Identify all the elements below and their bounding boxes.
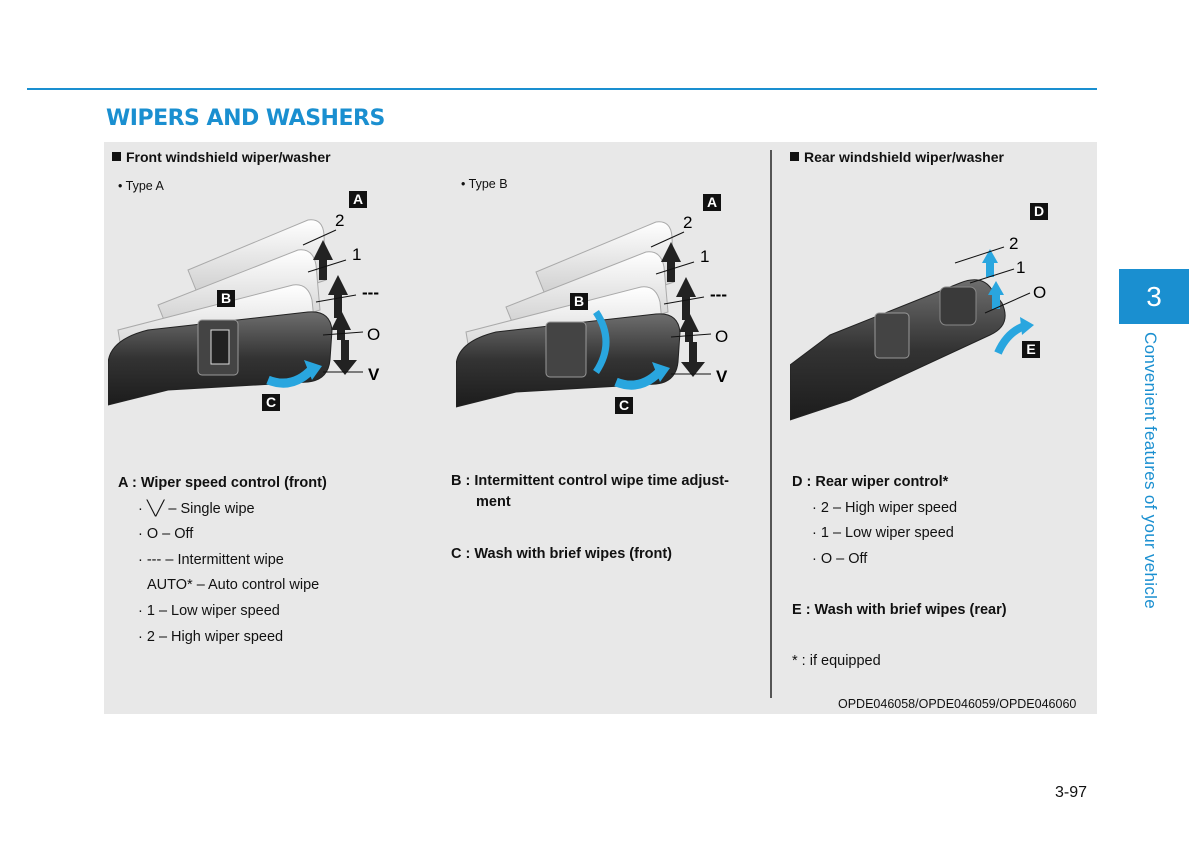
callout-b: B	[217, 290, 235, 307]
caption-item: · 1 – Low wiper speed	[812, 525, 954, 542]
down-arrow-icon	[681, 342, 705, 377]
callout-a: A	[349, 191, 367, 208]
callout-b: B	[570, 293, 588, 310]
position-label: O	[367, 325, 380, 344]
up-arrow-icon	[328, 275, 348, 318]
caption-b-heading: B : Intermittent control wipe time adjus…	[451, 473, 729, 489]
rear-wiper-knob	[939, 286, 977, 326]
up-arrow-icon	[988, 281, 1004, 309]
down-arrow-icon	[333, 340, 357, 375]
caption-a: A : Wiper speed control (front) · ╲╱ – S…	[118, 471, 327, 650]
square-bullet-icon	[790, 152, 799, 161]
callout-e: E	[1022, 341, 1040, 358]
header-rule	[27, 88, 1097, 90]
square-bullet-icon	[112, 152, 121, 161]
position-label: V	[368, 365, 380, 384]
wash-arrow-e-head	[1020, 317, 1034, 335]
rotate-arrow-b	[593, 310, 610, 374]
caption-d: D : Rear wiper control* · 2 – High wiper…	[792, 470, 957, 572]
image-code: OPDE046058/OPDE046059/OPDE046060	[838, 697, 1077, 711]
caption-b-heading-cont: ment	[476, 494, 511, 510]
leader-line	[663, 296, 705, 305]
rear-section-heading: Rear windshield wiper/washer	[790, 149, 1004, 165]
intermittent-wheel	[545, 321, 587, 378]
wash-arrow-c-head	[652, 362, 670, 382]
leader-line	[670, 333, 712, 338]
caption-c-heading: C : Wash with brief wipes (front)	[451, 546, 672, 562]
leader-line	[969, 268, 1015, 284]
position-label: O	[715, 327, 728, 346]
caption-d-heading: D : Rear wiper control*	[792, 474, 949, 490]
leader-line	[954, 246, 1005, 264]
caption-b: B : Intermittent control wipe time adjus…	[451, 471, 729, 513]
caption-e: E : Wash with brief wipes (rear)	[792, 598, 1007, 624]
position-label: ---	[362, 283, 379, 302]
footnote: * : if equipped	[792, 653, 881, 669]
type-a-lever-illustration: 2 1 --- O V	[108, 211, 380, 406]
intermittent-wheel	[210, 329, 230, 365]
type-a-label: • Type A	[118, 179, 164, 193]
position-label: 2	[1009, 234, 1018, 253]
front-section-heading: Front windshield wiper/washer	[112, 149, 331, 165]
caption-e-heading: E : Wash with brief wipes (rear)	[792, 602, 1007, 618]
chapter-tab: 3	[1119, 269, 1189, 324]
up-arrow-icon	[661, 242, 681, 282]
caption-item: · 2 – High wiper speed	[138, 628, 284, 645]
caption-item: · 2 – High wiper speed	[812, 499, 958, 516]
up-arrow-icon	[676, 277, 696, 320]
leader-line	[655, 261, 695, 275]
speed-dial	[874, 312, 910, 359]
page-title: WIPERS AND WASHERS	[106, 106, 385, 131]
page-number: 3-97	[1055, 784, 1088, 801]
position-label: 1	[1016, 258, 1025, 277]
caption-item: · O – Off	[138, 526, 194, 543]
caption-c: C : Wash with brief wipes (front)	[451, 542, 672, 568]
leader-line	[984, 292, 1031, 314]
rear-lever-illustration: 2 1 O	[790, 234, 1046, 421]
position-label: 1	[352, 245, 361, 264]
panel-divider	[770, 150, 772, 698]
wash-arrow-c-head	[304, 360, 322, 380]
up-arrow-icon	[982, 249, 998, 277]
caption-item: · 1 – Low wiper speed	[138, 602, 280, 619]
callout-a: A	[703, 194, 721, 211]
position-label: 1	[700, 247, 709, 266]
callout-c: C	[262, 394, 280, 411]
caption-item: · --- – Intermittent wipe	[138, 551, 284, 568]
position-label: V	[716, 367, 728, 386]
type-b-label: • Type B	[461, 177, 508, 191]
leader-line	[302, 229, 337, 246]
leader-line	[650, 231, 685, 248]
caption-a-heading: A : Wiper speed control (front)	[118, 475, 327, 491]
position-label: 2	[683, 213, 692, 232]
up-arrow-icon	[679, 312, 699, 342]
caption-item: · ╲╱ – Single wipe	[138, 500, 255, 517]
position-label: O	[1033, 283, 1046, 302]
leader-line	[322, 331, 364, 336]
leader-line	[315, 294, 357, 303]
chapter-title-vertical: Convenient features of your vehicle	[1141, 332, 1160, 609]
leader-line	[307, 259, 347, 273]
type-b-lever-illustration: 2 1 --- O V	[456, 213, 728, 408]
callout-c: C	[615, 397, 633, 414]
up-arrow-icon	[313, 240, 333, 280]
caption-item: · O – Off	[812, 550, 868, 567]
position-label: ---	[710, 285, 727, 304]
up-arrow-icon	[331, 310, 351, 340]
caption-item: AUTO* – Auto control wipe	[147, 577, 320, 594]
callout-d: D	[1030, 203, 1048, 220]
position-label: 2	[335, 211, 344, 230]
